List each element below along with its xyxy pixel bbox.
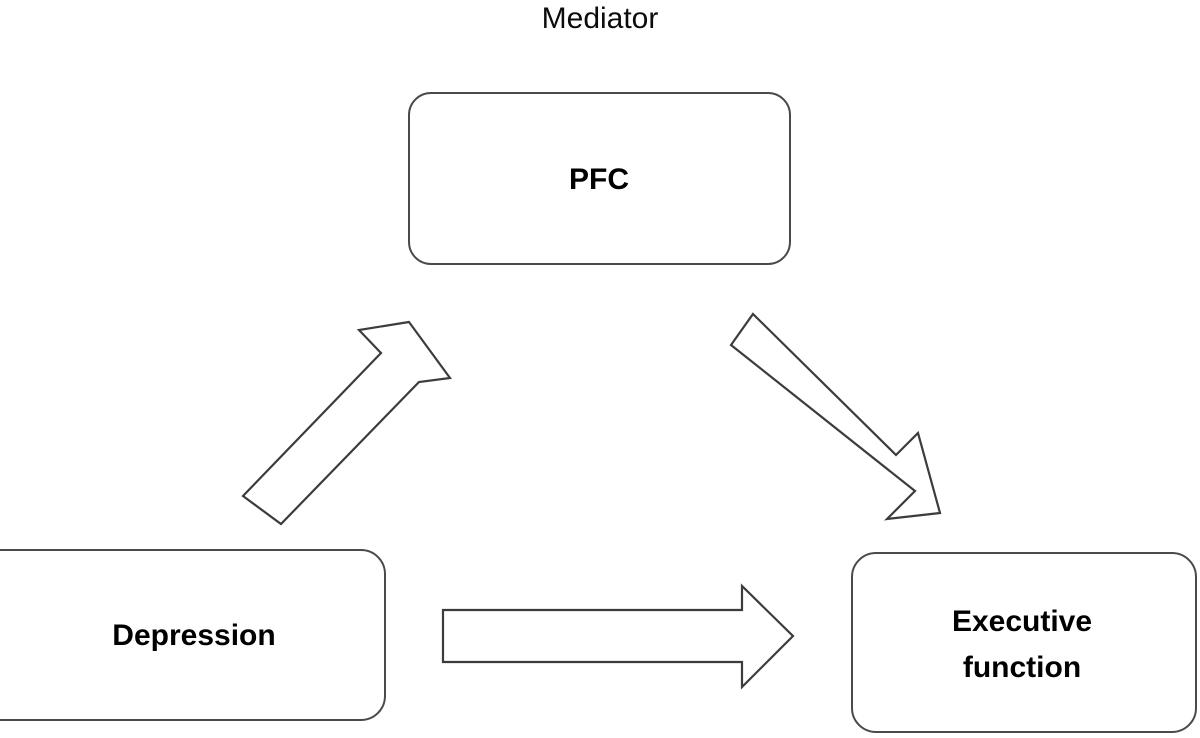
node-label-executive-function-line2: function (963, 651, 1081, 684)
node-box-pfc[interactable] (408, 92, 791, 265)
node-label-depression: Depression (112, 619, 275, 652)
node-label-executive-function-line1: Executive (952, 605, 1092, 638)
node-box-depression[interactable] (0, 549, 386, 721)
arrow-pfc-to-executive-function[interactable] (729, 312, 942, 521)
diagram-caption: Mediator (542, 2, 659, 35)
arrow-depression-to-pfc[interactable] (241, 320, 452, 526)
arrow-depression-to-executive-function[interactable] (441, 583, 795, 690)
node-box-executive-function[interactable] (851, 552, 1197, 733)
node-label-pfc: PFC (569, 163, 629, 196)
